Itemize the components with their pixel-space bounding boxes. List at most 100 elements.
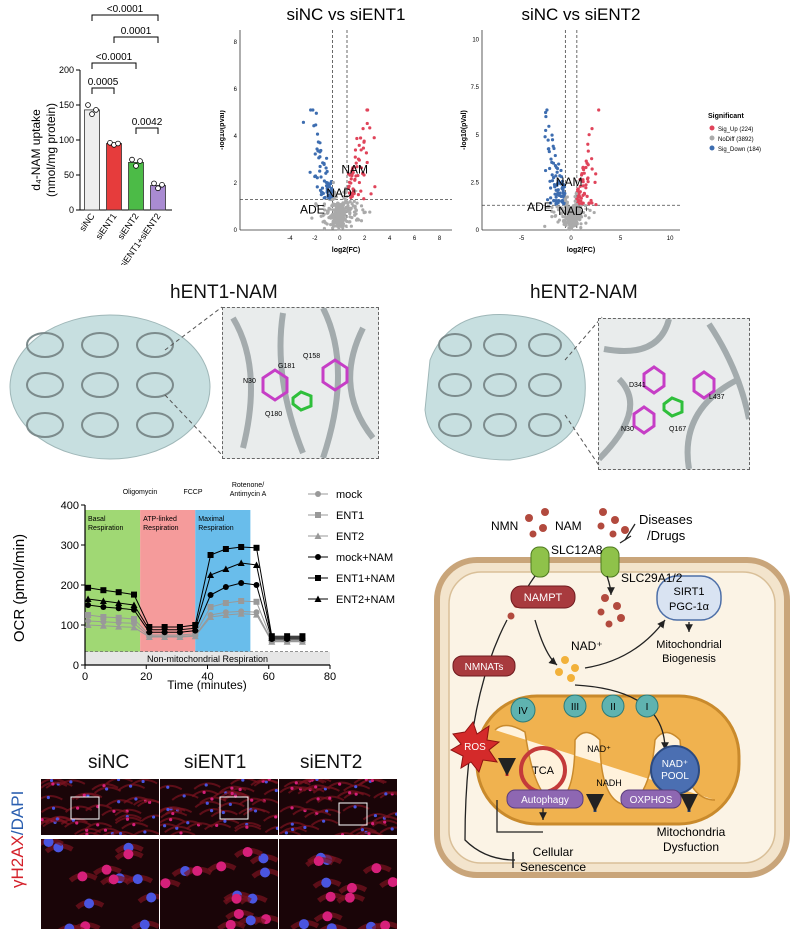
volcano-point bbox=[561, 214, 565, 219]
volcano-point bbox=[314, 111, 318, 115]
ocr-marker-square bbox=[238, 544, 245, 550]
micro-col-sient1: siENT1 bbox=[184, 752, 247, 773]
volcano-point bbox=[323, 195, 327, 200]
volcano-point bbox=[556, 179, 560, 183]
label-slc12a8: SLC12A8 bbox=[551, 543, 603, 557]
volcano-point bbox=[345, 200, 349, 204]
nucleus bbox=[51, 806, 56, 810]
volcano-point bbox=[338, 213, 342, 218]
significance-bracket bbox=[135, 127, 159, 134]
region-label: Basal bbox=[88, 516, 106, 523]
uptake-bar-chart: 050100150200siNCsiENT1siENT2siENT1+siENT… bbox=[29, 4, 172, 265]
nucleus bbox=[264, 780, 268, 784]
volcano-point bbox=[584, 186, 588, 190]
volcano-point bbox=[550, 133, 554, 137]
helix-ring bbox=[136, 412, 174, 438]
nucleus bbox=[40, 818, 44, 822]
nucleus bbox=[134, 797, 138, 801]
volcano-point bbox=[581, 184, 585, 188]
volcano-point bbox=[590, 157, 594, 161]
volcano-point bbox=[343, 209, 347, 213]
volcano-ylabel: -log10(pVal) bbox=[220, 110, 226, 150]
nucleus bbox=[117, 800, 121, 804]
nucleus bbox=[141, 779, 145, 784]
volcano-point bbox=[544, 114, 548, 119]
residue-label: Q167 bbox=[669, 426, 686, 433]
nucleus bbox=[223, 819, 227, 823]
volcano-point bbox=[579, 204, 583, 208]
legend-marker bbox=[709, 145, 715, 151]
hent2-protein-surface bbox=[424, 314, 586, 461]
volcano-point bbox=[342, 190, 346, 194]
nucleus bbox=[316, 797, 320, 801]
nucleus bbox=[383, 820, 387, 824]
volcano-point bbox=[584, 165, 588, 170]
ocr-marker-square bbox=[253, 544, 260, 551]
micro-col-sinc: siNC bbox=[88, 752, 130, 773]
nucleus bbox=[112, 809, 116, 813]
helix-ring bbox=[438, 373, 472, 397]
nucleus bbox=[186, 821, 190, 825]
nucleus bbox=[228, 802, 232, 806]
nucleus bbox=[182, 794, 186, 798]
volcano-point bbox=[359, 166, 363, 170]
uptake-bar bbox=[84, 109, 100, 211]
volcano-point bbox=[336, 201, 340, 206]
nucleus bbox=[64, 923, 75, 934]
hent1-title: hENT1-NAM bbox=[170, 282, 278, 303]
volcano-y-tick: 8 bbox=[234, 40, 238, 46]
volcano-point bbox=[359, 204, 364, 208]
label-nadplus: NAD⁺ bbox=[587, 744, 611, 754]
volcano-point bbox=[590, 127, 594, 131]
ocr-marker-triangle bbox=[207, 613, 215, 620]
volcano-point bbox=[557, 218, 562, 222]
volcano-point bbox=[581, 193, 585, 197]
volcano-point bbox=[328, 182, 333, 186]
volcano-point bbox=[332, 192, 337, 196]
volcano-point bbox=[569, 220, 573, 225]
ocr-marker-triangle bbox=[314, 532, 322, 539]
volcano-point bbox=[314, 202, 318, 206]
volcano-point bbox=[549, 201, 553, 205]
nucleus bbox=[77, 871, 88, 882]
volcano-point bbox=[325, 222, 329, 226]
volcano-point bbox=[324, 166, 328, 170]
uptake-point bbox=[137, 158, 143, 164]
ocr-marker-circle bbox=[85, 602, 92, 608]
cell-fiber bbox=[379, 826, 407, 834]
ocr-marker-square bbox=[85, 584, 92, 591]
cell-fiber bbox=[155, 784, 183, 793]
volcano-point bbox=[554, 214, 558, 218]
volcano-point bbox=[554, 195, 558, 199]
volcano-point bbox=[593, 180, 597, 184]
hent1-binding-pocket: N30 G181 Q180 Q158 bbox=[222, 306, 379, 459]
ocr-marker-square bbox=[315, 575, 321, 581]
volcano-point bbox=[576, 187, 580, 191]
ocr-marker-circle bbox=[100, 604, 107, 610]
nucleus bbox=[328, 796, 332, 800]
volcano-point bbox=[562, 202, 566, 206]
ocr-y-tick-label: 400 bbox=[61, 500, 79, 512]
volcano-point bbox=[356, 193, 360, 197]
volcano-point bbox=[581, 165, 585, 169]
uptake-point bbox=[115, 140, 121, 147]
volcano-point bbox=[373, 185, 377, 189]
ocr-marker-circle bbox=[315, 491, 321, 497]
uptake-category-label: siENT1 bbox=[94, 211, 119, 241]
ocr-marker-circle bbox=[253, 582, 260, 588]
volcano-x-tick: -5 bbox=[519, 236, 525, 242]
ocr-marker-triangle bbox=[84, 621, 92, 628]
legend-marker bbox=[709, 125, 715, 131]
volcano-point bbox=[337, 227, 341, 231]
volcano-xlabel: log2(FC) bbox=[567, 247, 595, 254]
ocr-marker-square bbox=[115, 614, 122, 621]
volcano-point bbox=[578, 212, 582, 216]
volcano-point bbox=[322, 219, 326, 223]
volcano-x-tick: 10 bbox=[667, 236, 674, 242]
volcano-point bbox=[312, 124, 316, 128]
volcano-point bbox=[547, 124, 551, 128]
nucleus bbox=[215, 823, 219, 827]
stain-label: γH2AX/DAPI bbox=[8, 791, 28, 888]
volcano-point bbox=[339, 217, 343, 222]
